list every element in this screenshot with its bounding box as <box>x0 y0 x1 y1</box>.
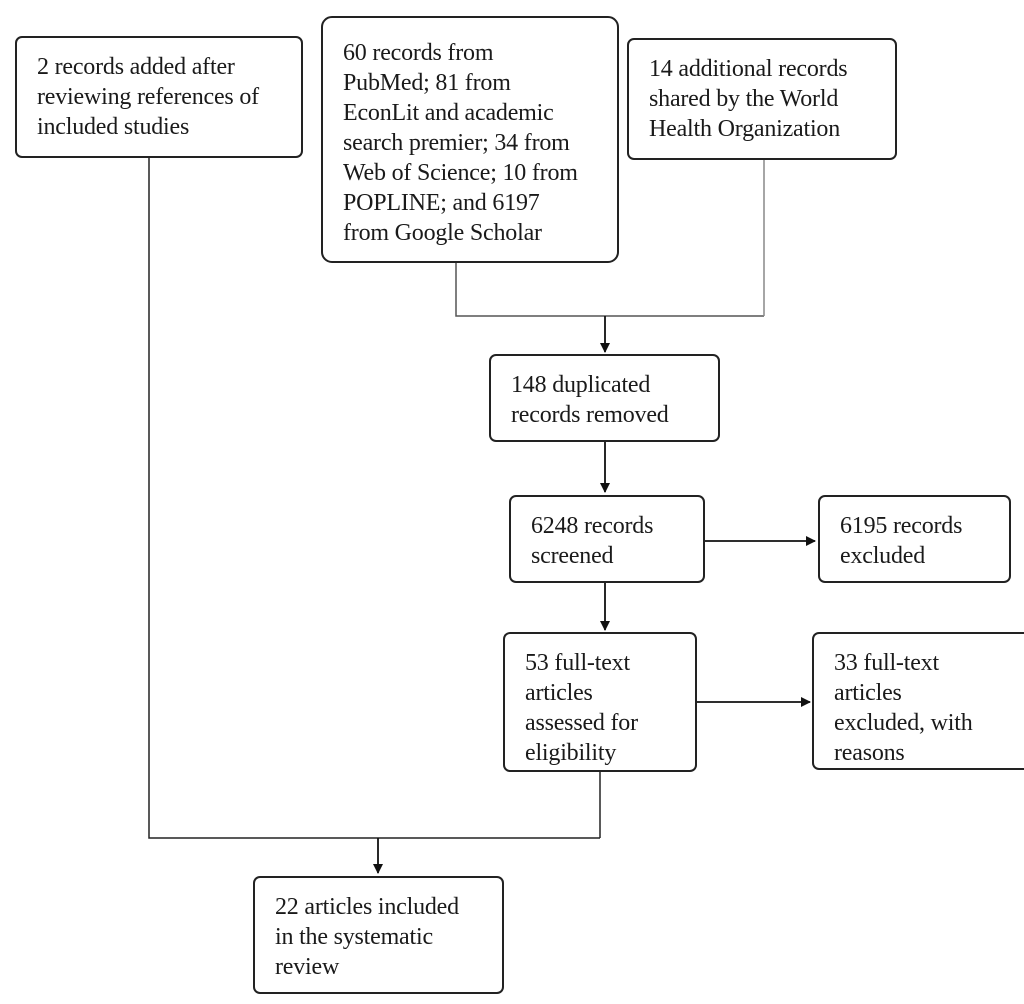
node-extra-refs-text: 2 records added after reviewing referenc… <box>37 54 259 140</box>
node-fulltext-text: 53 full-text articles assessed for eligi… <box>525 650 638 766</box>
node-excluded: 6195 records excluded <box>818 495 1011 583</box>
node-included-text: 22 articles included in the systematic r… <box>275 894 459 980</box>
node-fulltext-excluded: 33 full-text articles excluded, with rea… <box>812 632 1024 770</box>
node-duplicates-text: 148 duplicated records removed <box>511 372 669 428</box>
node-duplicates: 148 duplicated records removed <box>489 354 720 442</box>
node-included: 22 articles included in the systematic r… <box>253 876 504 994</box>
node-extra-refs: 2 records added after reviewing referenc… <box>15 36 303 158</box>
node-databases: 60 records from PubMed; 81 from EconLit … <box>321 16 619 263</box>
node-who-records-text: 14 additional records shared by the Worl… <box>649 56 848 142</box>
edge-extra-refs-merge <box>148 157 600 839</box>
node-screened: 6248 records screened <box>509 495 705 583</box>
node-who-records: 14 additional records shared by the Worl… <box>627 38 897 160</box>
node-excluded-text: 6195 records excluded <box>840 513 963 569</box>
node-databases-text: 60 records from PubMed; 81 from EconLit … <box>343 40 578 246</box>
node-fulltext-excluded-text: 33 full-text articles excluded, with rea… <box>834 650 973 766</box>
edge-databases-merge <box>455 262 764 317</box>
node-screened-text: 6248 records screened <box>531 513 654 569</box>
node-fulltext: 53 full-text articles assessed for eligi… <box>503 632 697 772</box>
